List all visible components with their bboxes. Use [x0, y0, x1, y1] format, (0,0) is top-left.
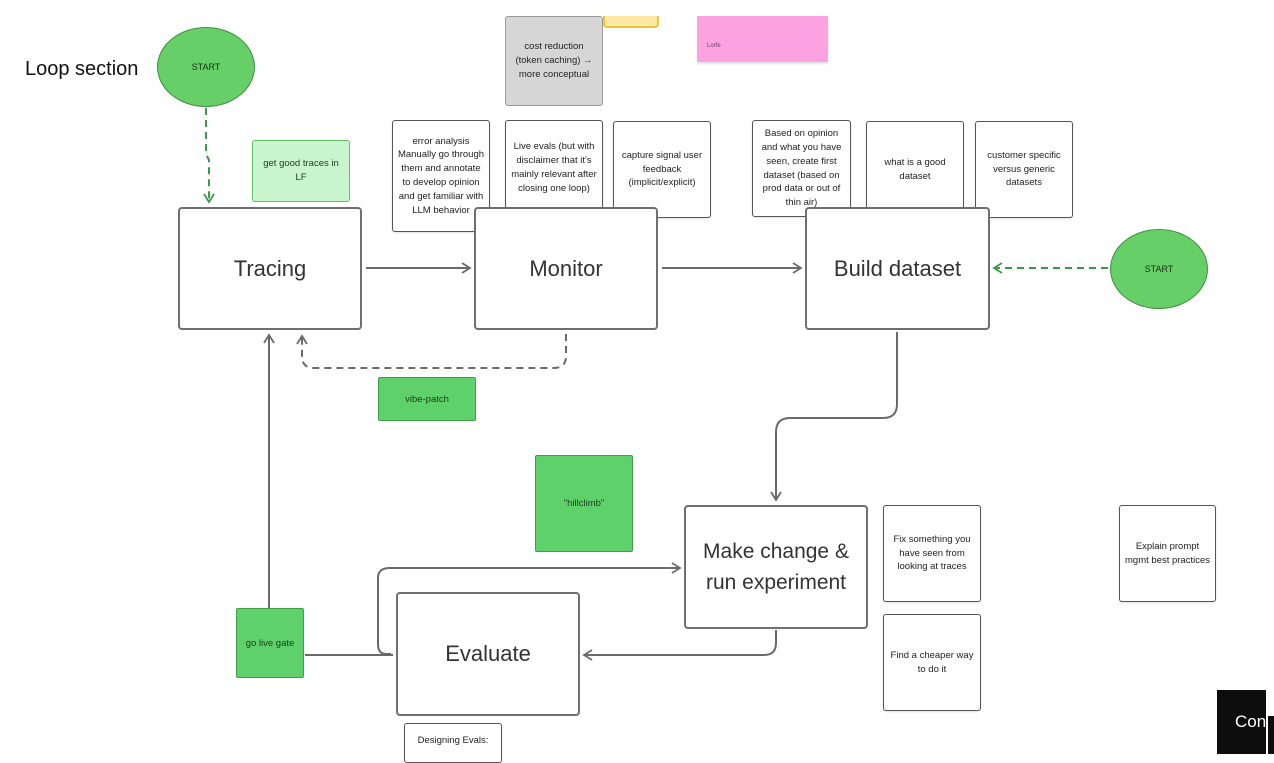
start-circle-top[interactable]: START	[157, 27, 255, 107]
build-to-make-change-arrow	[770, 332, 898, 502]
hillclimb-sticky[interactable]: "hillclimb"	[535, 455, 633, 552]
start-to-tracing-arrow	[203, 108, 215, 204]
good-dataset-note[interactable]: what is a good dataset	[866, 121, 964, 218]
make-change-to-evaluate-arrow	[582, 630, 777, 661]
pink-sticky-partial[interactable]: Lorfe	[697, 16, 828, 62]
first-dataset-note[interactable]: Based on opinion and what you have seen,…	[752, 120, 851, 217]
customer-specific-note[interactable]: customer specific versus generic dataset…	[975, 121, 1073, 218]
live-evals-note[interactable]: Live evals (but with disclaimer that it'…	[505, 120, 603, 216]
build-dataset-node[interactable]: Build dataset	[805, 207, 990, 330]
monitor-node[interactable]: Monitor	[474, 207, 658, 330]
evaluate-node[interactable]: Evaluate	[396, 592, 580, 716]
yellow-sticky-partial[interactable]	[603, 16, 659, 28]
section-title: Loop section	[25, 58, 139, 80]
vibe-patch-sticky[interactable]: vibe-patch	[378, 377, 476, 421]
make-change-node[interactable]: Make change & run experiment	[684, 505, 868, 629]
corner-button[interactable]: Con	[1217, 690, 1266, 754]
error-analysis-note[interactable]: error analysis Manually go through them …	[392, 120, 490, 232]
capture-signal-note[interactable]: capture signal user feedback (implicit/e…	[613, 121, 711, 218]
corner-tab	[1268, 716, 1274, 754]
fix-something-note[interactable]: Fix something you have seen from looking…	[883, 505, 981, 602]
cheaper-way-note[interactable]: Find a cheaper way to do it	[883, 614, 981, 711]
start-circle-right[interactable]: START	[1110, 229, 1208, 309]
prompt-mgmt-note[interactable]: Explain prompt mgmt best practices	[1119, 505, 1216, 602]
good-traces-sticky[interactable]: get good traces in LF	[252, 140, 350, 202]
cost-reduction-note[interactable]: cost reduction (token caching) → more co…	[505, 16, 603, 106]
tracing-node[interactable]: Tracing	[178, 207, 362, 330]
vibe-patch-loop-arrow	[296, 334, 567, 369]
designing-evals-note[interactable]: Designing Evals:	[404, 723, 502, 763]
evaluate-to-make-change-arrow	[377, 562, 682, 655]
pink-sticky-label: Lorfe	[707, 43, 721, 49]
go-live-gate-sticky[interactable]: go live gate	[236, 608, 304, 678]
